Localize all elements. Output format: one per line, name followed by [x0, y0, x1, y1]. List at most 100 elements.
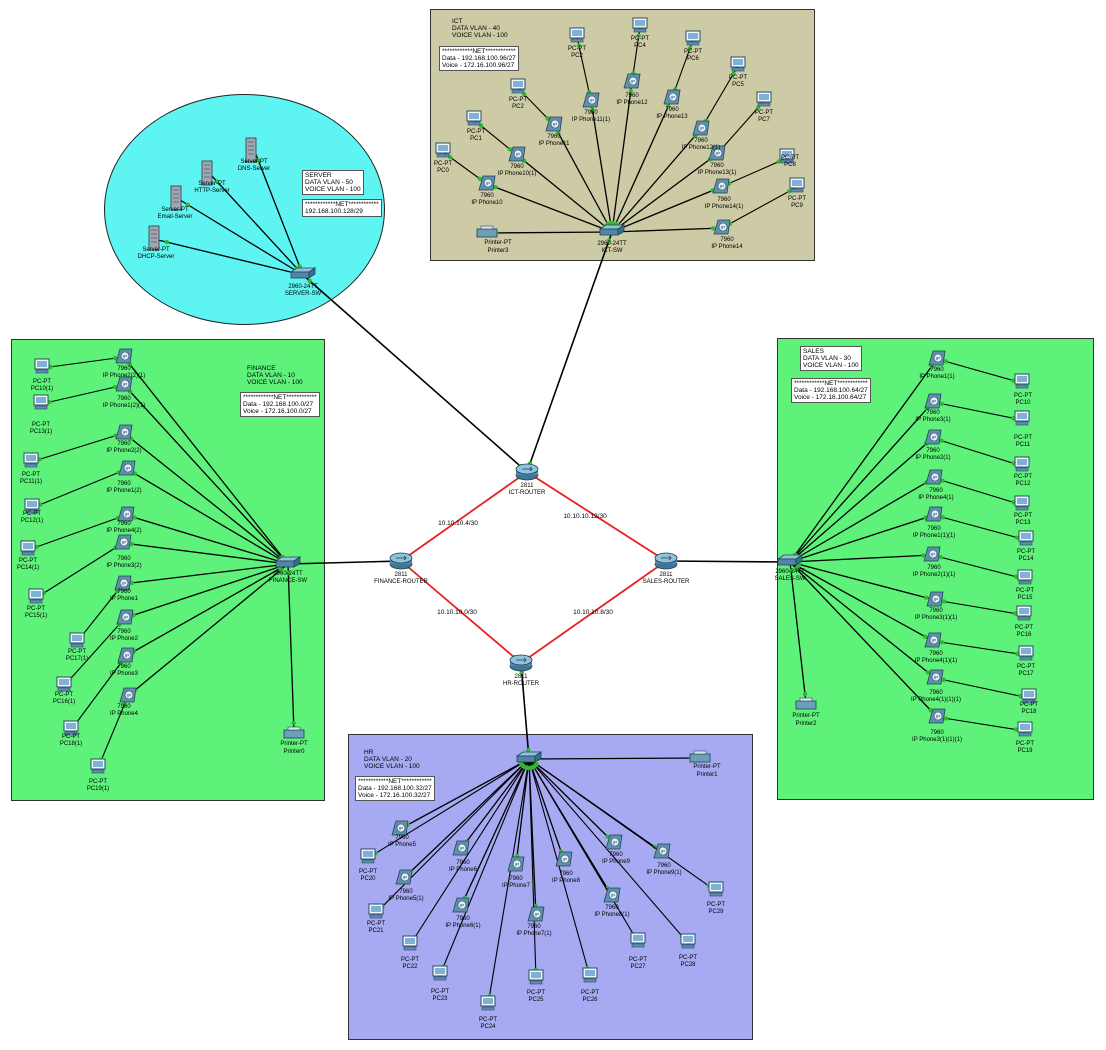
pc-icon[interactable] — [466, 110, 482, 126]
pc-icon[interactable] — [730, 56, 746, 72]
ip-phone-icon[interactable]: IP — [713, 219, 731, 235]
pc-icon[interactable] — [56, 676, 72, 692]
ip-phone-icon[interactable]: IP — [653, 843, 671, 859]
ip-phone-icon[interactable]: IP — [663, 89, 681, 105]
printer-icon[interactable] — [476, 225, 498, 238]
router-icon[interactable] — [515, 463, 539, 481]
ip-phone-icon[interactable]: IP — [545, 116, 563, 132]
pc-icon[interactable] — [480, 995, 496, 1011]
pc-icon[interactable] — [360, 848, 376, 864]
pc-icon[interactable] — [789, 177, 805, 193]
ip-phone-icon[interactable]: IP — [603, 887, 621, 903]
pc-icon[interactable] — [1017, 569, 1033, 585]
ip-phone-icon[interactable]: IP — [114, 534, 132, 550]
ip-phone-icon[interactable]: IP — [115, 376, 133, 392]
ip-phone-icon[interactable]: IP — [116, 609, 134, 625]
ip-phone-icon[interactable]: IP — [507, 856, 525, 872]
pc-icon[interactable] — [756, 91, 772, 107]
pc-icon[interactable] — [24, 498, 40, 514]
pc-icon[interactable] — [20, 540, 36, 556]
pc-icon[interactable] — [1014, 410, 1030, 426]
ip-phone-icon[interactable]: IP — [928, 350, 946, 366]
pc-icon[interactable] — [630, 932, 646, 948]
ip-phone-icon[interactable]: IP — [692, 120, 710, 136]
ip-phone-icon[interactable]: IP — [928, 708, 946, 724]
server-icon[interactable] — [245, 137, 257, 163]
server-icon[interactable] — [148, 225, 160, 251]
ip-phone-icon[interactable]: IP — [118, 460, 136, 476]
pc-icon[interactable] — [1017, 721, 1033, 737]
pc-icon[interactable] — [402, 935, 418, 951]
pc-icon[interactable] — [23, 452, 39, 468]
pc-icon[interactable] — [779, 148, 795, 164]
ip-phone-icon[interactable]: IP — [926, 669, 944, 685]
ip-phone-icon[interactable]: IP — [114, 575, 132, 591]
pc-icon[interactable] — [685, 30, 701, 46]
pc-icon[interactable] — [1018, 530, 1034, 546]
switch-icon[interactable] — [776, 554, 804, 566]
ip-phone-icon[interactable]: IP — [452, 897, 470, 913]
pc-icon[interactable] — [1014, 456, 1030, 472]
pc-icon[interactable] — [1014, 373, 1030, 389]
ip-phone-icon[interactable]: IP — [925, 469, 943, 485]
ip-phone-icon[interactable]: IP — [115, 348, 133, 364]
pc-icon[interactable] — [432, 965, 448, 981]
ip-phone-icon[interactable]: IP — [478, 175, 496, 191]
ip-phone-icon[interactable]: IP — [452, 840, 470, 856]
ip-phone-icon[interactable]: IP — [117, 506, 135, 522]
printer-icon[interactable] — [689, 750, 711, 763]
server-icon[interactable] — [170, 185, 182, 211]
pc-icon[interactable] — [63, 720, 79, 736]
ip-phone-icon[interactable]: IP — [115, 424, 133, 440]
pc-icon[interactable] — [1018, 645, 1034, 661]
pc-icon[interactable] — [34, 358, 50, 374]
ip-phone-icon[interactable]: IP — [117, 647, 135, 663]
router-icon[interactable] — [389, 552, 413, 570]
printer-icon[interactable] — [283, 726, 305, 739]
ip-phone-icon[interactable]: IP — [395, 869, 413, 885]
pc-icon[interactable] — [1016, 605, 1032, 621]
ip-phone-icon[interactable]: IP — [926, 591, 944, 607]
access-link — [460, 758, 530, 907]
ip-phone-icon[interactable]: IP — [555, 851, 573, 867]
pc-icon[interactable] — [435, 142, 451, 158]
finance-net-note: ************NET************ Data - 192.1… — [240, 392, 320, 417]
ip-phone-icon[interactable]: IP — [708, 145, 726, 161]
switch-icon[interactable] — [515, 751, 543, 763]
pc-icon[interactable] — [510, 78, 526, 94]
pc-icon[interactable] — [632, 17, 648, 33]
pc-icon[interactable] — [33, 394, 49, 410]
pc-icon[interactable] — [368, 903, 384, 919]
ip-phone-icon[interactable]: IP — [508, 146, 526, 162]
pc-icon[interactable] — [28, 588, 44, 604]
ip-phone-icon[interactable]: IP — [623, 73, 641, 89]
ip-phone-icon[interactable]: IP — [712, 178, 730, 194]
ip-phone-icon[interactable]: IP — [925, 506, 943, 522]
pc-icon[interactable] — [582, 967, 598, 983]
pc-icon[interactable] — [69, 632, 85, 648]
printer-icon[interactable] — [795, 697, 817, 710]
switch-icon[interactable] — [274, 556, 302, 568]
ip-phone-icon[interactable]: IP — [924, 393, 942, 409]
ip-phone-icon[interactable]: IP — [605, 834, 623, 850]
switch-icon[interactable] — [598, 224, 626, 236]
ip-phone-icon[interactable]: IP — [924, 429, 942, 445]
pc-icon[interactable] — [680, 933, 696, 949]
router-icon[interactable] — [654, 552, 678, 570]
pc-icon[interactable] — [528, 969, 544, 985]
ip-phone-icon[interactable]: IP — [119, 687, 137, 703]
router-icon[interactable] — [509, 654, 533, 672]
pc-icon[interactable] — [1014, 495, 1030, 511]
ip-phone-icon[interactable]: IP — [582, 92, 600, 108]
pc-icon[interactable] — [708, 881, 724, 897]
ip-phone-icon[interactable]: IP — [391, 820, 409, 836]
ip-phone-icon[interactable]: IP — [527, 906, 545, 922]
ip-phone-icon[interactable]: IP — [924, 632, 942, 648]
server-icon[interactable] — [201, 160, 213, 186]
pc-model-label: PC-PT — [359, 869, 377, 875]
pc-icon[interactable] — [90, 758, 106, 774]
pc-icon[interactable] — [569, 27, 585, 43]
pc-icon[interactable] — [1021, 688, 1037, 704]
switch-icon[interactable] — [289, 267, 317, 279]
ip-phone-icon[interactable]: IP — [923, 546, 941, 562]
